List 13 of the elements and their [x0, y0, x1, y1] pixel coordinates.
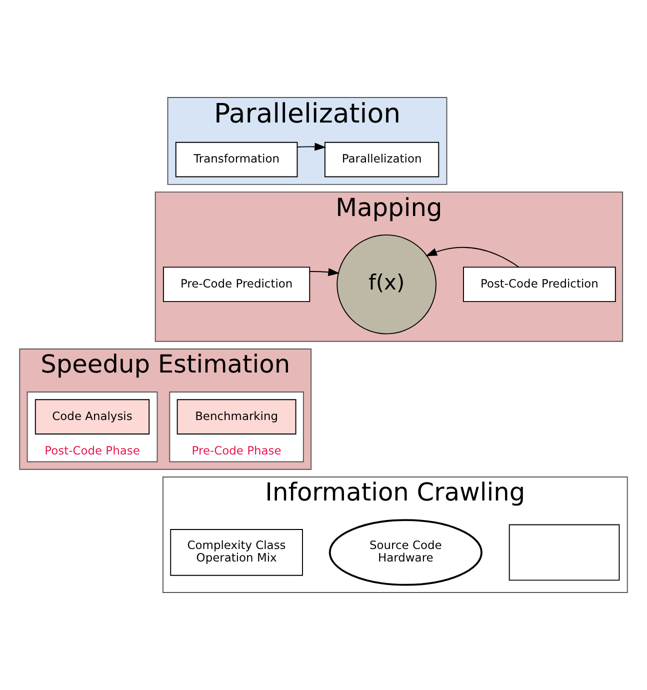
arrow: [426, 246, 520, 268]
node-box: Complexity Class Operation Mix: [170, 529, 303, 576]
node-box: Post-Code Prediction: [463, 266, 616, 302]
node-ellipse: Source Code Hardware: [328, 519, 482, 586]
node-box: Parallelization: [324, 142, 440, 178]
node-box: Transformation: [175, 142, 298, 178]
arrow: [309, 268, 340, 276]
node-box: Pre-Code Prediction: [162, 266, 310, 302]
node-box: Code Analysis: [34, 399, 150, 435]
node-box: Benchmarking: [176, 399, 296, 435]
node-circle: f(x): [336, 234, 436, 334]
node-box: [508, 524, 620, 581]
arrow: [296, 142, 326, 151]
